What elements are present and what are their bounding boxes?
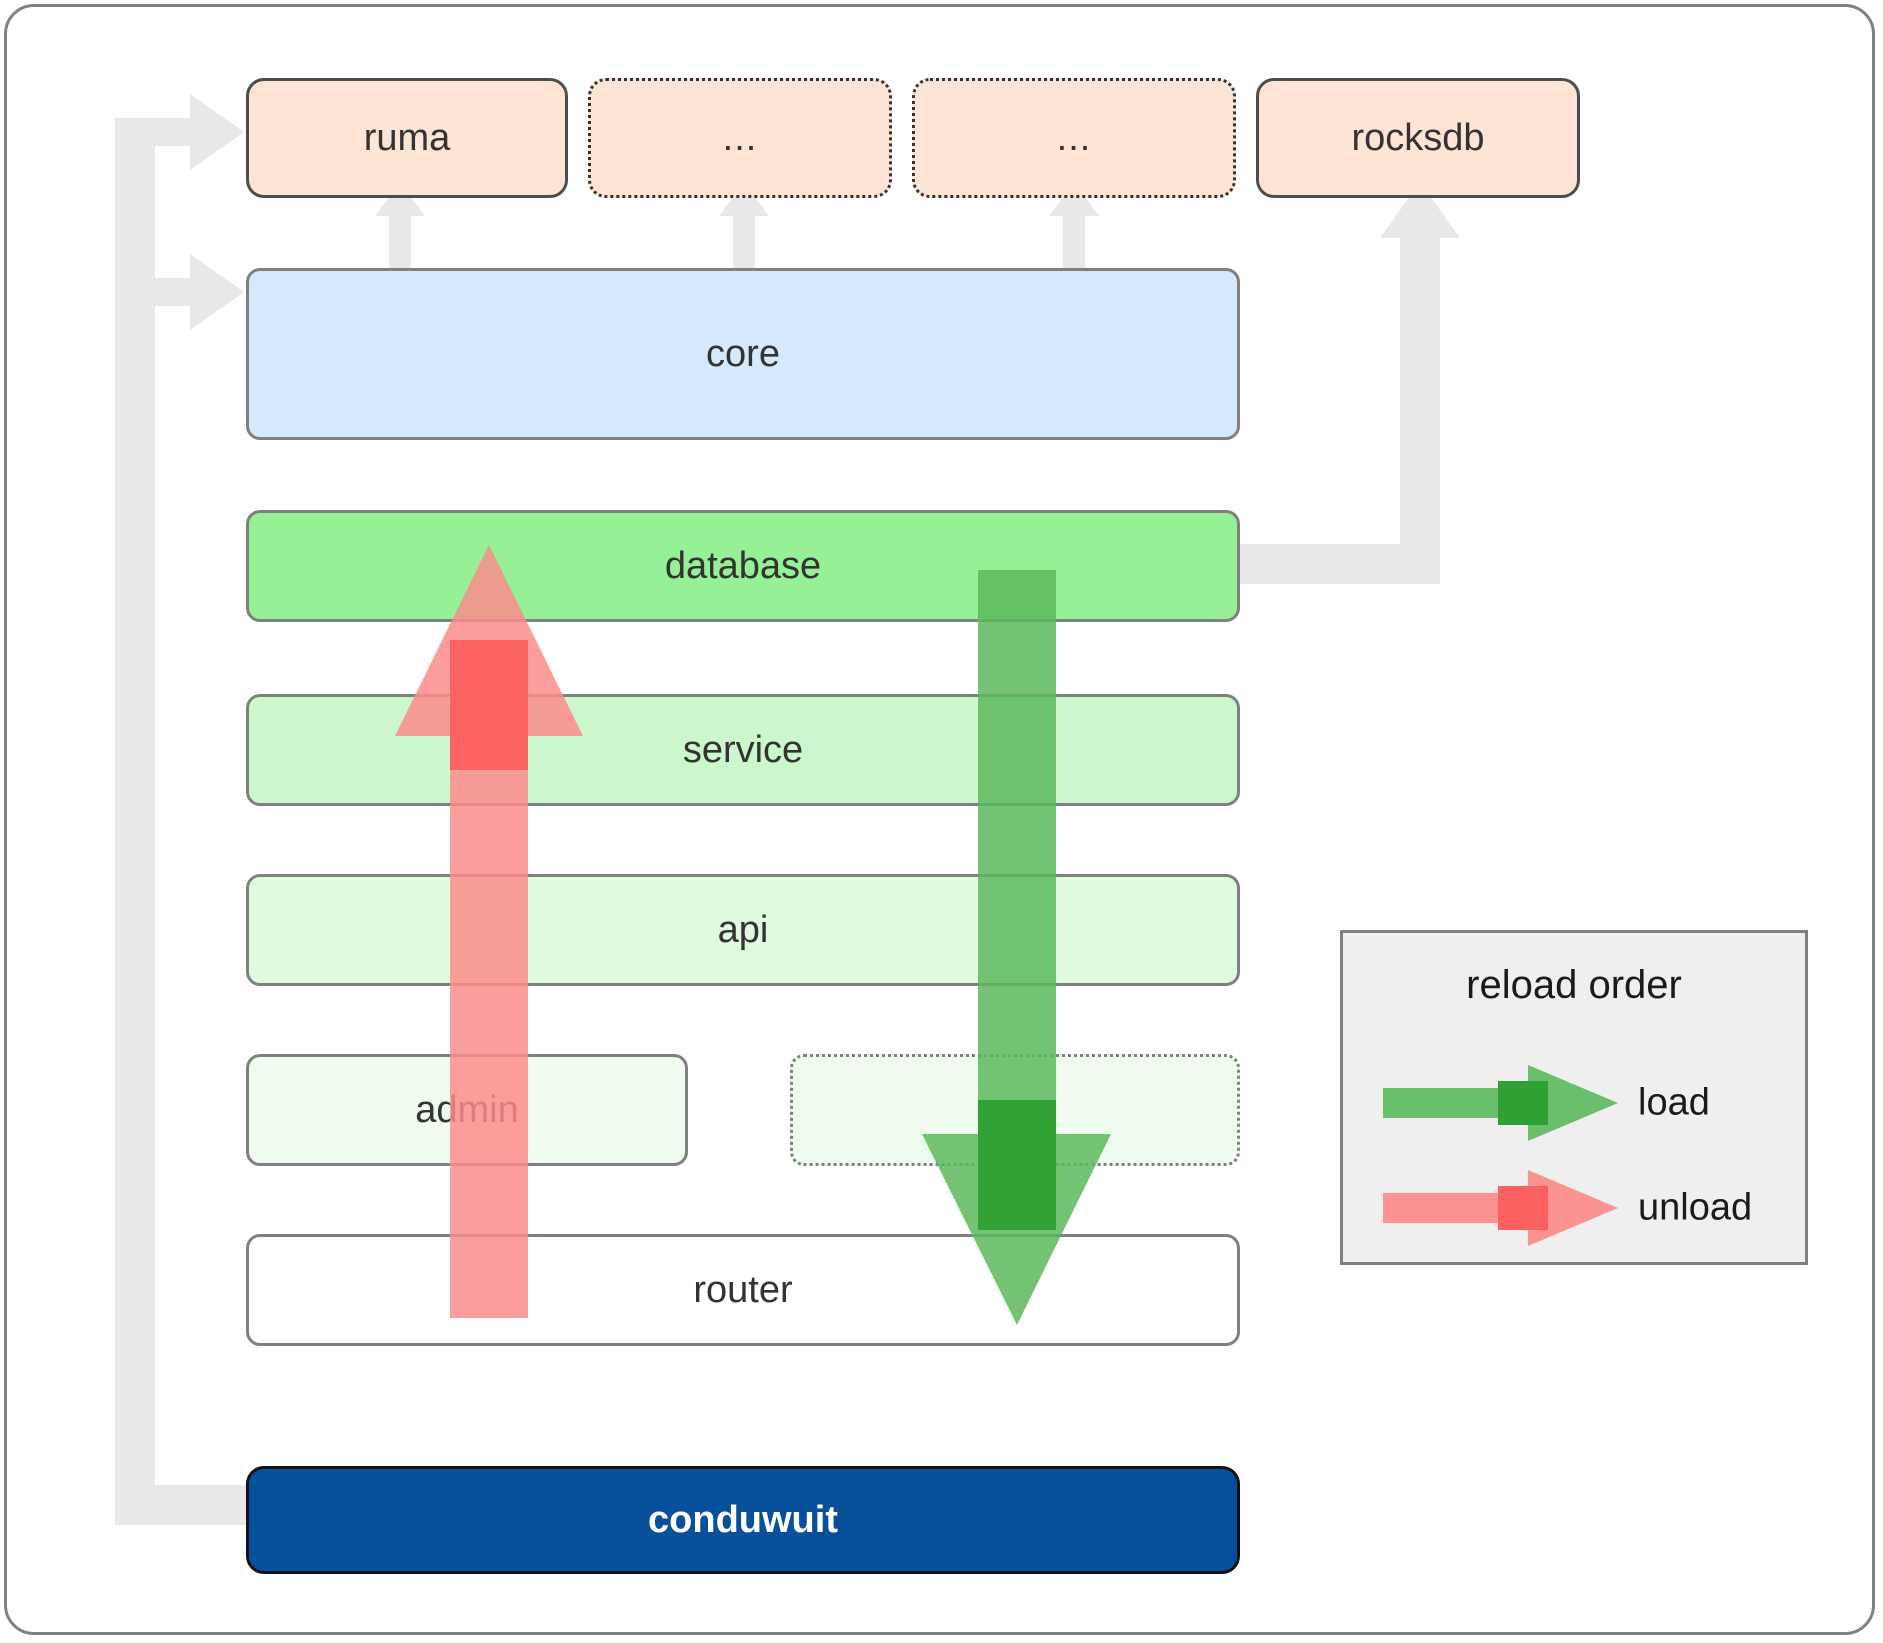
legend-row-unload: unload — [1383, 1168, 1783, 1248]
stack-box-service[interactable]: service — [246, 694, 1240, 806]
legend-row-load: load — [1383, 1063, 1783, 1143]
root-label-conduwuit: conduwuit — [648, 1498, 838, 1541]
stack-label-service: service — [682, 728, 804, 771]
stack-box-api[interactable]: api — [246, 874, 1240, 986]
dependency-box-ellipsis-2[interactable]: ... — [912, 78, 1236, 198]
stack-box-core[interactable]: core — [246, 268, 1240, 440]
dependency-label-rocksdb: rocksdb — [1351, 116, 1485, 159]
stack-label-core: core — [706, 332, 780, 375]
stack-box-ellipsis-3[interactable]: ... — [790, 1054, 1240, 1166]
stack-box-database[interactable]: database — [246, 510, 1240, 622]
stack-label-ellipsis-3: ... — [997, 1088, 1033, 1131]
stack-label-api: api — [717, 908, 769, 951]
legend-load-arrow-icon — [1383, 1065, 1618, 1141]
diagram-frame — [4, 4, 1875, 1635]
stack-box-admin[interactable]: admin — [246, 1054, 688, 1166]
stack-label-database: database — [664, 544, 822, 587]
legend-unload-arrow-icon — [1383, 1170, 1618, 1246]
dependency-box-ruma[interactable]: ruma — [246, 78, 568, 198]
legend-title: reload order — [1466, 963, 1682, 1007]
dependency-box-rocksdb[interactable]: rocksdb — [1256, 78, 1580, 198]
legend-panel: reload order load unload — [1340, 930, 1808, 1265]
legend-label-load: load — [1638, 1081, 1710, 1124]
root-box-conduwuit[interactable]: conduwuit — [246, 1466, 1240, 1574]
dependency-label-ellipsis-1: ... — [722, 116, 758, 159]
dependency-label-ellipsis-2: ... — [1056, 116, 1092, 159]
stack-label-admin: admin — [415, 1088, 519, 1131]
dependency-box-ellipsis-1[interactable]: ... — [588, 78, 892, 198]
dependency-label-ruma: ruma — [363, 116, 451, 159]
stack-label-router: router — [693, 1268, 793, 1311]
stack-box-router[interactable]: router — [246, 1234, 1240, 1346]
legend-label-unload: unload — [1638, 1186, 1753, 1229]
